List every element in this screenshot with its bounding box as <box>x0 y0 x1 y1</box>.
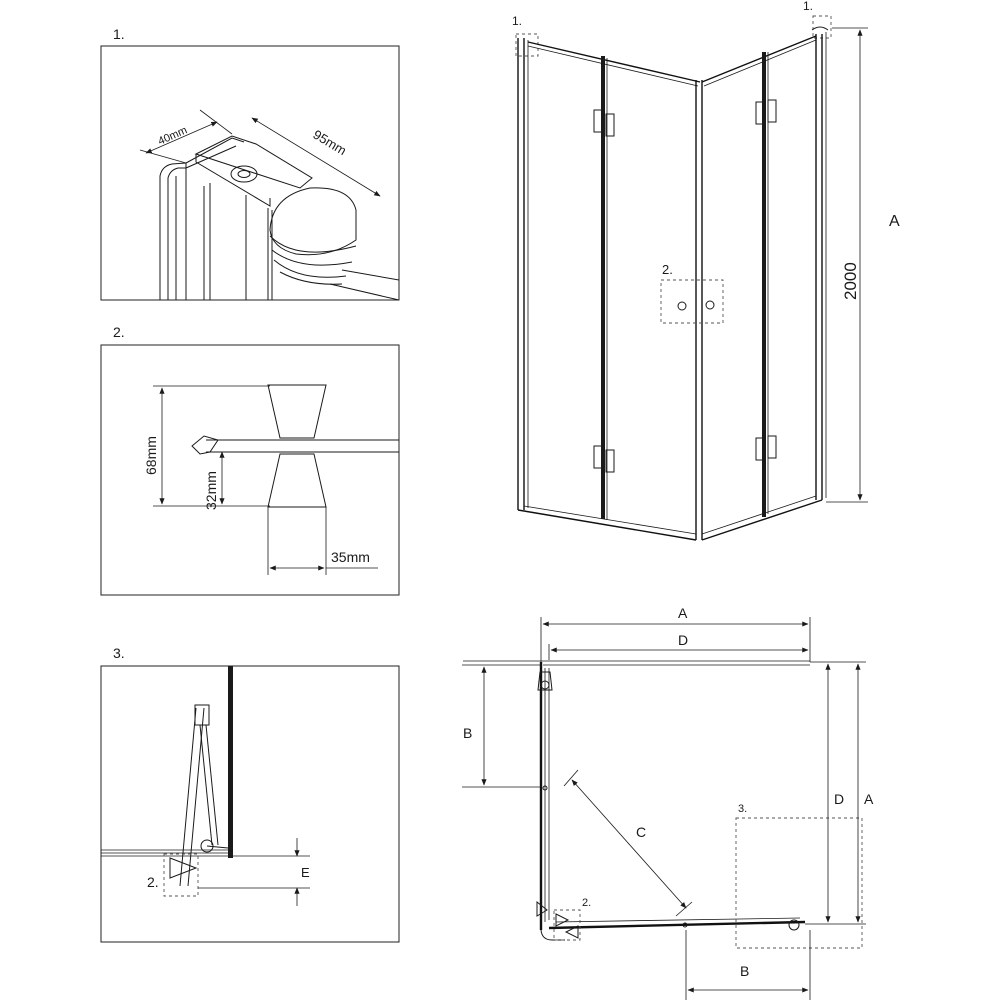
front-view: 1. 1. <box>512 0 900 541</box>
detail-1-panel: 1. <box>100 26 400 301</box>
dim-A-height: A <box>889 213 900 230</box>
callout-2-handle: 2. <box>662 262 673 277</box>
detail-2-frame <box>100 344 400 596</box>
detail-2-panel: 2. 68mm 32mm 35mm <box>100 324 400 596</box>
dim-32mm: 32mm <box>203 471 219 510</box>
detail-3-callout: 2. <box>147 874 159 890</box>
plan-dim-D-right: D <box>834 791 844 807</box>
dim-68mm: 68mm <box>143 436 159 475</box>
detail-3-panel: 3. 2. E <box>100 645 400 943</box>
plan-view: A D 2. 3. B <box>462 605 874 1000</box>
plan-dim-B-left: B <box>463 725 472 741</box>
plan-dim-A-right: A <box>864 791 874 807</box>
plan-dim-C: C <box>636 824 646 840</box>
dim-E: E <box>301 865 310 880</box>
callout-1-right: 1. <box>803 0 813 13</box>
plan-dim-D-top: D <box>678 632 688 648</box>
plan-dim-A-top: A <box>678 605 688 621</box>
dim-2000: 2000 <box>841 262 860 300</box>
door-swing-drawing <box>101 666 310 906</box>
handle-drawing <box>153 384 399 575</box>
detail-1-number: 1. <box>113 26 125 42</box>
plan-callout-2: 2. <box>582 897 591 909</box>
detail-3-frame <box>100 665 400 943</box>
detail-2-number: 2. <box>113 324 125 340</box>
plan-callout-3: 3. <box>738 803 747 815</box>
callout-1-left: 1. <box>512 14 522 28</box>
hinge-profile <box>139 109 400 301</box>
plan-dim-B-bottom: B <box>740 963 749 979</box>
detail-3-number: 3. <box>113 645 125 661</box>
dim-35mm: 35mm <box>331 549 370 565</box>
